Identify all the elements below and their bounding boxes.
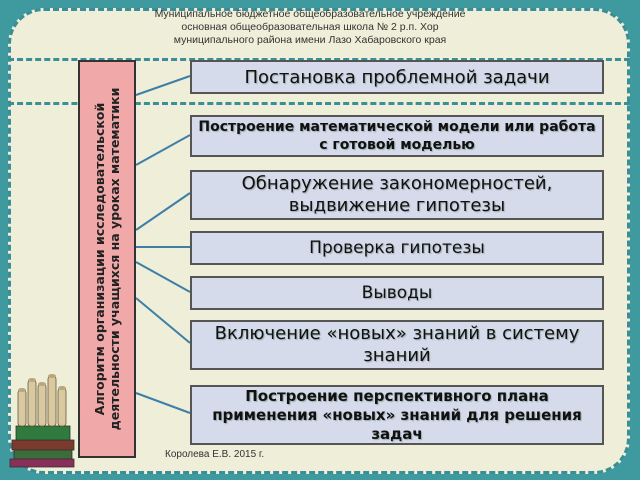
dashed-divider-bottom: [8, 102, 630, 105]
connector-1: [135, 75, 191, 96]
step-7-text: Построение перспективного плана применен…: [212, 386, 582, 443]
step-1-text: Постановка проблемной задачи: [244, 66, 550, 88]
step-6-text: Включение «новых» знаний в систему знани…: [214, 323, 580, 366]
connector-5: [135, 261, 191, 293]
author-footer: Королева Е.В. 2015 г.: [165, 449, 265, 460]
step-box-6: Включение «новых» знаний в систему знани…: [190, 320, 604, 370]
step-2-text: Построение математической модели или раб…: [198, 119, 596, 153]
step-4-text: Проверка гипотезы: [309, 238, 485, 258]
step-5-text: Выводы: [361, 283, 433, 303]
step-box-4: Проверка гипотезы: [190, 231, 604, 265]
algorithm-vertical-label: Алгоритм организации исследовательской д…: [78, 60, 136, 458]
step-box-2: Построение математической модели или раб…: [190, 115, 604, 157]
dashed-divider-top: [8, 58, 630, 61]
step-box-3: Обнаружение закономерностей, выдвижение …: [190, 170, 604, 220]
books-scrolls-icon: [9, 374, 75, 468]
school-header: Муниципальное бюджетное общеобразователь…: [120, 8, 500, 47]
step-box-1: Постановка проблемной задачи: [190, 60, 604, 94]
step-box-5: Выводы: [190, 276, 604, 310]
step-3-text: Обнаружение закономерностей, выдвижение …: [241, 173, 553, 216]
connector-7: [135, 392, 191, 414]
header-line-1: Муниципальное бюджетное общеобразователь…: [154, 8, 466, 20]
connector-2: [135, 134, 191, 166]
connector-6: [135, 297, 191, 344]
header-line-2: основная общеобразовательная школа № 2 р…: [181, 21, 439, 33]
header-line-3: муниципального района имени Лазо Хабаров…: [173, 34, 447, 46]
vertical-label-text: Алгоритм организации исследовательской д…: [92, 87, 122, 431]
step-box-7: Построение перспективного плана применен…: [190, 385, 604, 445]
connector-3: [135, 192, 191, 231]
